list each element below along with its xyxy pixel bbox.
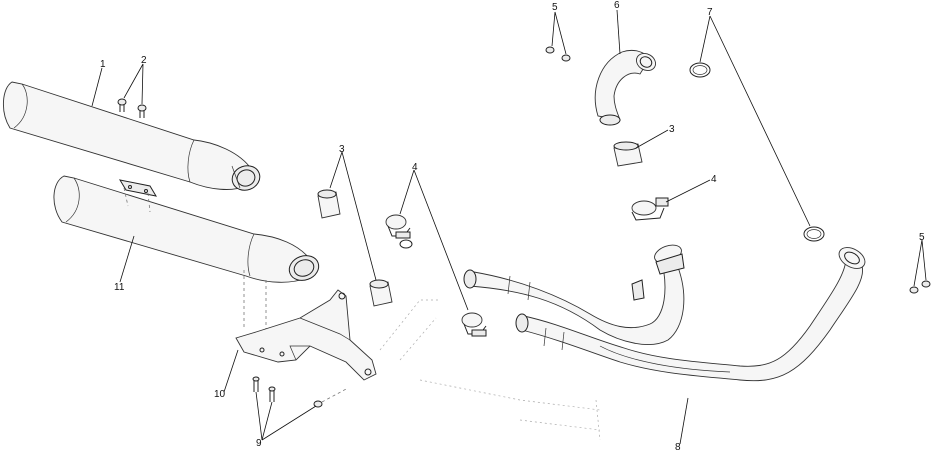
frame-outline-ghost xyxy=(379,299,601,441)
callout-labels: 1 2 3 3 4 4 5 5 6 7 8 9 10 11 xyxy=(100,0,925,451)
bracket-bolts xyxy=(252,376,349,408)
head-pipe-assembly xyxy=(463,244,866,382)
callout-9: 9 xyxy=(256,438,262,449)
muffler-bracket xyxy=(235,289,377,381)
callout-4-left: 4 xyxy=(412,162,418,173)
upper-muffler-mount-tab xyxy=(118,179,158,197)
elbow-pipe xyxy=(594,49,656,126)
callout-5-right: 5 xyxy=(919,232,925,243)
clamp-left-upper xyxy=(385,214,413,249)
clamp-left-lower xyxy=(461,312,487,337)
gasket-ring-upper xyxy=(689,62,711,78)
callout-2: 2 xyxy=(141,55,147,66)
lower-muffler xyxy=(53,175,320,330)
callout-8: 8 xyxy=(675,442,681,451)
gasket-ring-lower xyxy=(803,226,825,242)
callout-10: 10 xyxy=(214,389,226,400)
callout-6: 6 xyxy=(614,0,620,11)
leader-lines xyxy=(91,9,927,445)
callout-3-right: 3 xyxy=(669,124,675,135)
lower-muffler-outlet xyxy=(288,255,320,281)
callout-3-left: 3 xyxy=(339,144,345,155)
callout-11: 11 xyxy=(114,282,125,293)
gasket-left-upper xyxy=(317,189,341,219)
gasket-left-lower xyxy=(369,279,393,307)
gasket-right xyxy=(613,141,643,167)
callout-1: 1 xyxy=(100,59,106,70)
upper-muffler xyxy=(3,81,261,197)
muffler-nuts xyxy=(117,98,147,118)
upper-muffler-outlet xyxy=(231,165,261,191)
flange-nuts-upper xyxy=(545,46,571,62)
clamp-right xyxy=(631,197,669,221)
flange-nuts-right xyxy=(909,280,931,294)
callout-5-upper: 5 xyxy=(552,2,558,13)
callout-7: 7 xyxy=(707,7,713,18)
callout-4-right: 4 xyxy=(711,174,717,185)
